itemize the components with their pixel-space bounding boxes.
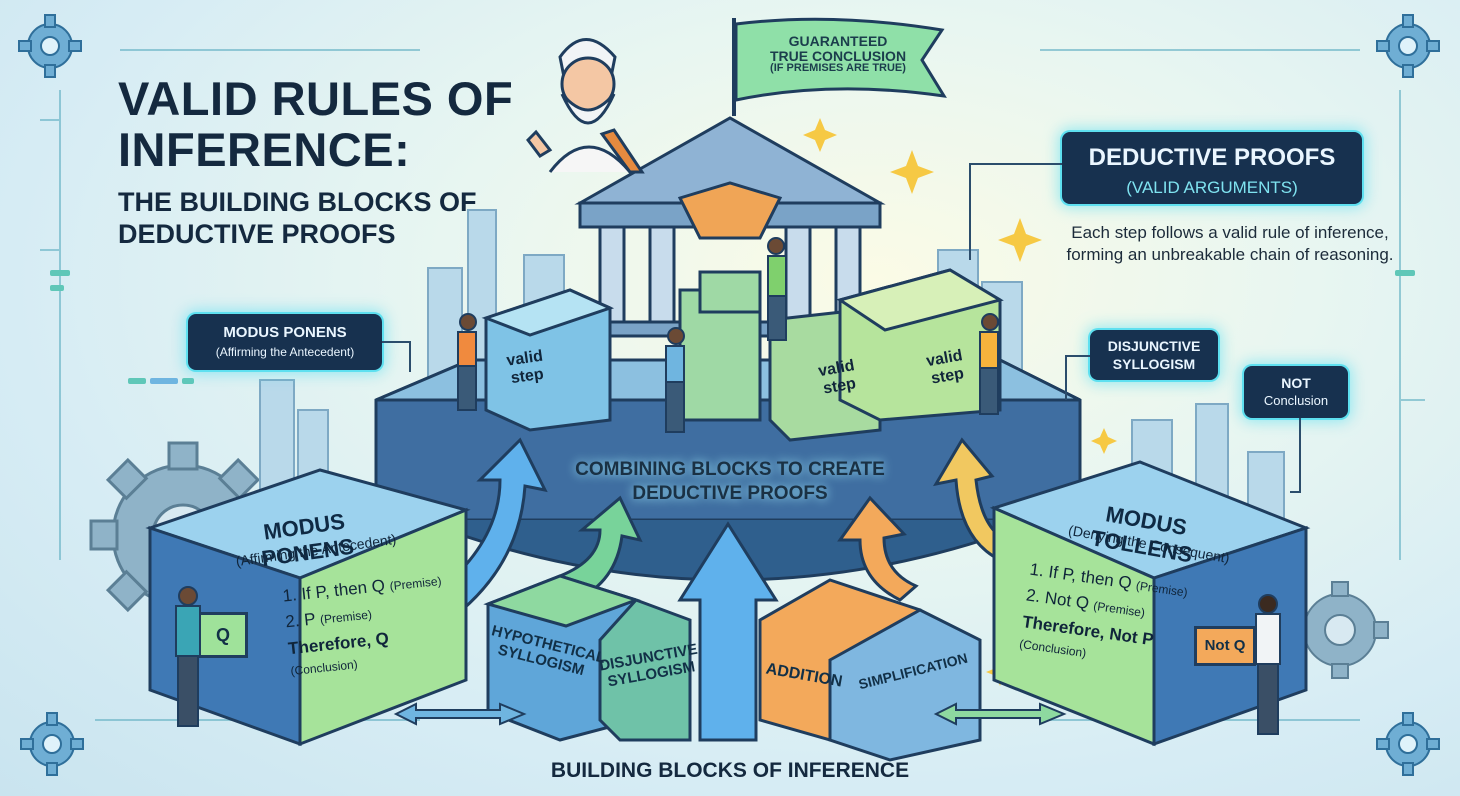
not-conclusion-line-1: NOT <box>1281 375 1311 391</box>
modus-ponens-callout: MODUS PONENS (Affirming the Antecedent) <box>188 314 382 370</box>
flag-line-2: TRUE CONCLUSION <box>769 47 907 64</box>
swap-arrows-icon <box>393 702 527 726</box>
not-conclusion-callout: NOT Conclusion <box>1244 366 1348 418</box>
deductive-proofs-title: DEDUCTIVE PROOFS <box>1088 144 1336 171</box>
modus-ponens-connector <box>382 341 411 372</box>
sparkle-icon <box>890 150 934 194</box>
disjunctive-syllogism-callout: DISJUNCTIVE SYLLOGISM <box>1090 330 1218 380</box>
deductive-proofs-subtitle: (VALID ARGUMENTS) <box>1126 178 1298 197</box>
page-subtitle: THE BUILDING BLOCKS OF DEDUCTIVE PROOFS <box>118 187 477 250</box>
modus-ponens-callout-subtitle: (Affirming the Antecedent) <box>215 345 355 359</box>
combining-line-1: COMBINING BLOCKS TO CREATE <box>575 459 885 480</box>
flag-line-3: (IF PREMISES ARE TRUE) <box>770 62 906 75</box>
not-q-card: Not Q <box>1194 626 1256 666</box>
modus-ponens-callout-title: MODUS PONENS <box>223 324 347 341</box>
bottom-title: BUILDING BLOCKS OF INFERENCE <box>550 759 910 782</box>
philosopher-figure <box>526 38 645 174</box>
gear-icon <box>1376 14 1440 78</box>
not-conclusion-line-2: Conclusion <box>1263 393 1329 408</box>
disjunctive-callout-line-2: SYLLOGISM <box>1112 356 1196 372</box>
worker-figure-right <box>1255 594 1281 735</box>
disjunctive-connector <box>1065 355 1090 400</box>
deductive-description: Each step follows a valid rule of infere… <box>1066 223 1394 264</box>
not-conclusion-connector <box>1290 418 1301 493</box>
q-card: Q <box>198 612 248 658</box>
disjunctive-callout-line-1: DISJUNCTIVE <box>1107 338 1201 354</box>
gear-icon <box>18 14 82 78</box>
flag-icon <box>732 17 947 116</box>
flag-label: GUARANTEED TRUE CONCLUSION (IF PREMISES … <box>738 34 938 75</box>
combining-line-2: DEDUCTIVE PROOFS <box>632 482 828 504</box>
page-title: VALID RULES OF INFERENCE: <box>118 72 514 176</box>
deductive-proofs-callout: DEDUCTIVE PROOFS (VALID ARGUMENTS) <box>1062 132 1362 204</box>
combining-blocks-label: COMBINING BLOCKS TO CREATE DEDUCTIVE PRO… <box>560 458 900 506</box>
deductive-connector <box>969 163 1062 260</box>
sparkle-icon <box>998 218 1042 262</box>
gear-icon <box>20 712 84 776</box>
gear-icon <box>1376 712 1440 776</box>
sparkle-icon <box>1091 428 1117 454</box>
worker-figure-left <box>175 586 201 727</box>
large-gear-icon <box>1291 581 1389 679</box>
flag-line-1: GUARANTEED <box>788 33 888 49</box>
sparkle-icon <box>803 118 837 152</box>
swap-arrows-icon <box>933 702 1067 726</box>
